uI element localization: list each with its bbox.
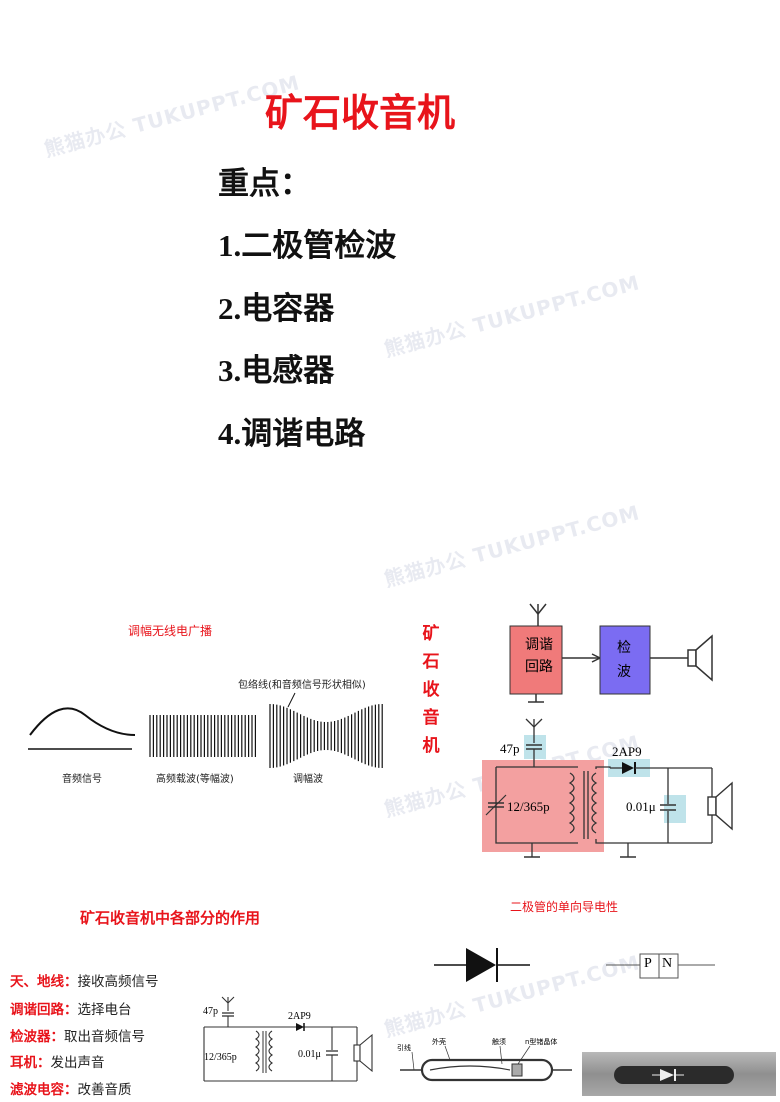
tuning-label: 调谐回路 [525, 637, 553, 675]
am-wave [269, 704, 383, 768]
diode-symbol [622, 762, 634, 774]
envelope-label: 包络线(和音频信号形状相似) [238, 680, 366, 691]
tuning-block [509, 625, 563, 695]
parts-row: 耳机：发出声音 [10, 1055, 105, 1071]
n-label: N [662, 956, 673, 971]
tuning-cap-label: 12/365p [204, 1052, 237, 1063]
speaker-icon [707, 796, 717, 816]
audio-signal-wave [29, 707, 136, 736]
carrier-caption: 高频载波(等幅波) [156, 774, 234, 785]
c1-label: 47p [500, 741, 520, 756]
page-title: 矿石收音机 [264, 90, 455, 135]
filter-cap-label: 0.01μ [626, 799, 656, 814]
speaker-icon [687, 649, 697, 667]
parts-row: 天、地线：接收高频信号 [10, 974, 159, 990]
diode-structure [400, 1045, 572, 1082]
antenna-icon [529, 603, 547, 616]
point-item: 3.电感器 [218, 353, 335, 389]
point-item: 2.电容器 [218, 291, 335, 327]
point-item: 4.调谐电路 [218, 416, 366, 452]
am-wave-figure [28, 692, 383, 768]
detector-block [599, 625, 651, 695]
c1-label: 47p [203, 1006, 218, 1017]
part-label: 外壳 [432, 1038, 446, 1046]
filter-cap-label: 0.01μ [298, 1049, 321, 1060]
p-label: P [644, 956, 652, 971]
block-diagram [509, 603, 713, 703]
point-item: 1.二极管检波 [218, 228, 397, 264]
watermark: 熊猫办公 TUKUPPT.COM [381, 500, 643, 592]
parts-row: 检波器：取出音频信号 [10, 1029, 145, 1045]
speaker-icon [353, 1044, 361, 1062]
glass-shell [420, 1058, 554, 1082]
part-label: n型锗晶体 [525, 1038, 558, 1046]
watermark: 熊猫办公 TUKUPPT.COM [381, 270, 643, 362]
am-title: 调幅无线电广播 [128, 624, 213, 638]
diode-symbol [466, 948, 496, 982]
diode-photo [582, 1052, 776, 1096]
diode-section-title: 二极管的单向导电性 [510, 900, 619, 914]
part-label: 触须 [492, 1038, 506, 1046]
small-circuit [203, 996, 373, 1082]
parts-row: 滤波电容：改善音质 [10, 1082, 132, 1098]
am-caption: 调幅波 [293, 774, 323, 785]
part-label: 引线 [397, 1044, 411, 1052]
audio-caption: 音频信号 [62, 774, 102, 785]
crystal-radio-circuit [482, 718, 733, 858]
diode-symbols [434, 948, 715, 982]
points-heading: 重点： [218, 166, 311, 202]
vertical-title: 矿石收音机 [422, 624, 440, 756]
detect-label: 检波 [617, 640, 631, 680]
parts-row: 调谐回路：选择电台 [10, 1002, 132, 1018]
diode-label: 2AP9 [612, 744, 642, 759]
carrier-wave [149, 715, 256, 757]
tuning-cap-label: 12/365p [507, 799, 550, 814]
parts-title: 矿石收音机中各部分的作用 [80, 909, 261, 927]
diode-label: 2AP9 [288, 1011, 311, 1022]
